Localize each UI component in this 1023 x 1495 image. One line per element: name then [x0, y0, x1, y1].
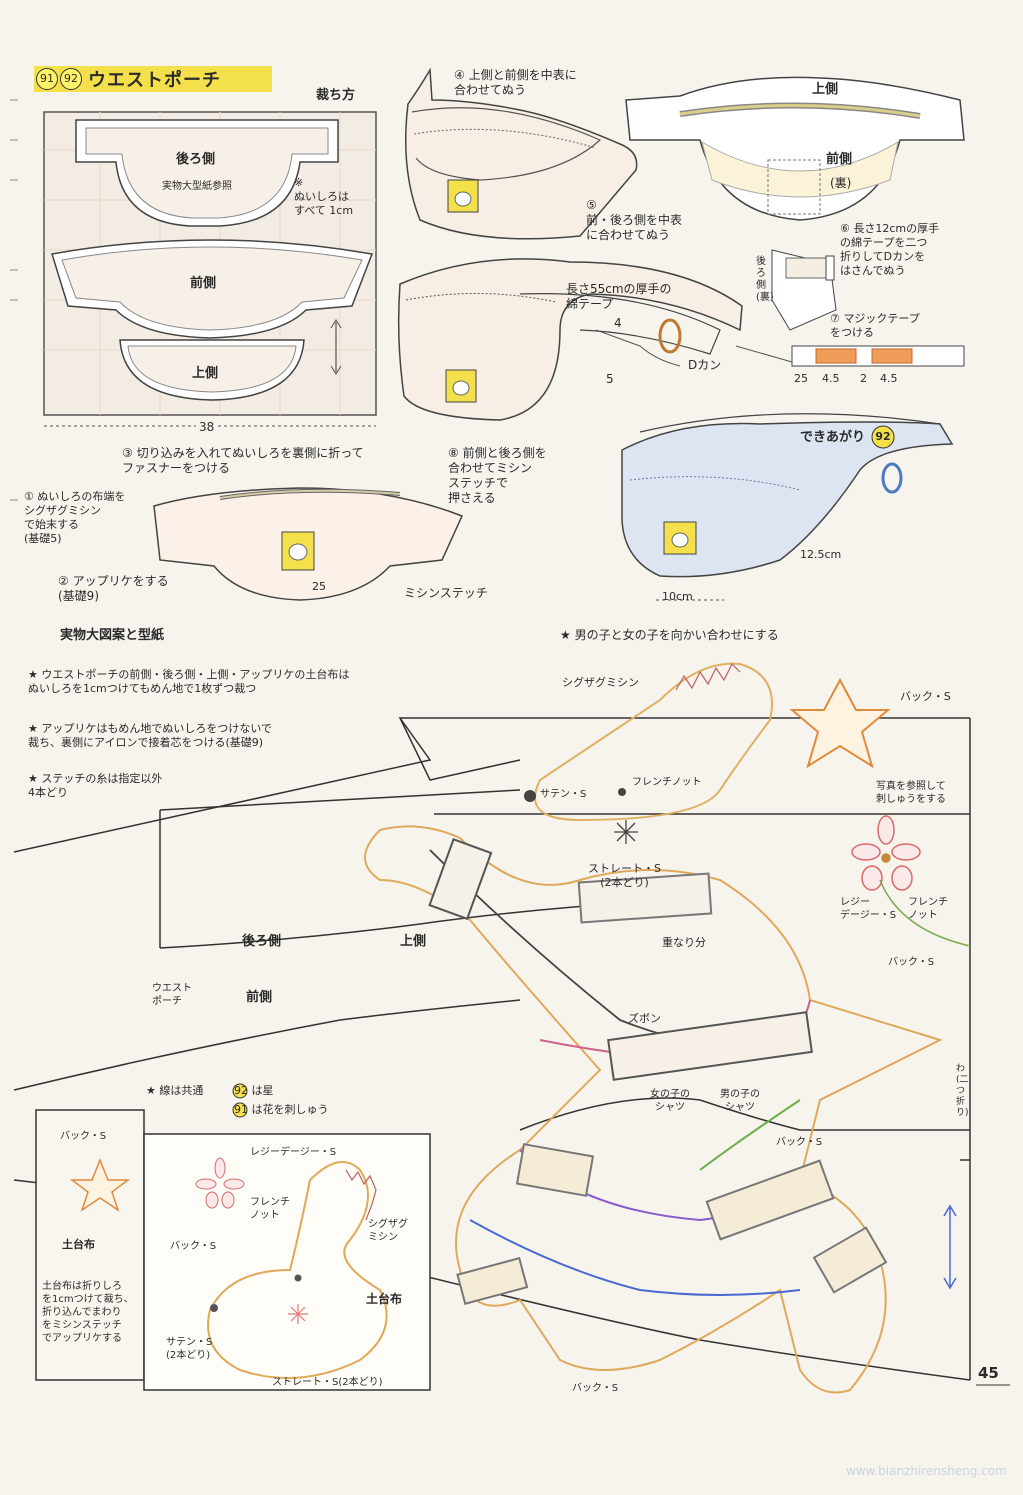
finished-pouch-illustration	[621, 413, 954, 601]
step6-note: ⑥ 長さ12cmの厚手 の綿テープを二つ 折りしてDカンを はさんでぬう	[840, 222, 940, 277]
note-2: ★ アップリケはもめん地でぬいしろをつけないで 裁ち、裏側にアイロンで接着芯をつ…	[28, 722, 273, 749]
page-title: ウエストポーチ	[88, 70, 221, 91]
inset-base-note: 土台布は折りしろ を1cmつけて裁ち、 折り込んでまわり をミシンステッチ でア…	[42, 1281, 134, 1344]
finished-label: できあがり	[800, 430, 866, 445]
inset-back-stitch-2: バック・S	[170, 1241, 217, 1252]
inset-base-label-2: 土台布	[366, 1292, 403, 1306]
back-stitch-label-2: バック・S	[888, 957, 935, 968]
dkan-tab-illustration	[771, 249, 837, 331]
facing-note: ★ 男の子と女の子を向かい合わせにする	[560, 628, 779, 642]
cutting-back-label: 後ろ側	[176, 152, 216, 167]
page-number: 45	[978, 1364, 999, 1382]
step8-pouch-illustration	[397, 258, 743, 421]
tape-dim-45a: 4.5	[822, 372, 840, 385]
lazy-daisy-label: レジー デージー・S	[840, 897, 897, 921]
back-stitch-label-4: バック・S	[572, 1383, 619, 1394]
width-dimension: 38	[196, 420, 218, 435]
overlap-label: 重なり分	[662, 936, 706, 949]
model-number-92: 92	[60, 68, 82, 90]
zipper-top-label: 上側	[812, 82, 839, 97]
legend-92: 92 は星	[234, 1084, 274, 1097]
pants-label: ズボン	[628, 1012, 661, 1025]
flower-motif	[851, 815, 971, 947]
satin-stitch-label: サテン・S	[540, 789, 587, 800]
back-stitch-label-3: バック・S	[776, 1137, 823, 1148]
boy-girl-appliqué-pattern	[364, 662, 943, 1394]
machine-stitch-label: ミシンステッチ	[404, 586, 488, 600]
legend-common: ★ 線は共通	[146, 1084, 204, 1097]
inset-lazy-daisy: レジーデージー・S	[250, 1147, 337, 1158]
inset-boxes	[35, 1109, 431, 1391]
magic-tape-illustration	[735, 345, 965, 367]
title-banner: 91 92 ウエストポーチ	[34, 66, 272, 92]
cutting-front-label: 前側	[190, 276, 217, 291]
satin-stitch-dot	[524, 790, 536, 802]
finished-number: 92	[875, 430, 891, 443]
step7-note: ⑦ マジックテープ をつける	[830, 312, 920, 339]
step4-note: ④ 上側と前側を中表に 合わせてぬう	[454, 68, 577, 97]
cutting-back-note: 実物大型紙参照	[162, 181, 232, 192]
zipper-front-label: 前側	[826, 152, 853, 167]
legend-91: 91 は花を刺しゅう	[234, 1103, 329, 1116]
note-3: ★ ステッチの糸は指定以外 4本どり	[28, 772, 163, 799]
section-heading: 実物大図案と型紙	[60, 628, 165, 643]
strap-note: 長さ55cmの厚手の 綿テープ	[566, 282, 672, 311]
straight-stitch-asterisk	[614, 820, 638, 844]
french-knot-label-2: フレンチ ノット	[908, 897, 948, 921]
model-number-91: 91	[36, 68, 58, 90]
back-stitch-label-1: バック・S	[900, 690, 951, 703]
seam-allowance-note: ※ ぬいしろは すべて 1cm	[294, 176, 354, 217]
zipper-piece-illustration	[625, 76, 965, 221]
step3-note: ③ 切り込みを入れてぬいしろを裏側に折って ファスナーをつける	[122, 446, 364, 475]
step1-note: ① ぬいしろの布端を シグザグミシン で始末する (基礎5)	[24, 490, 126, 545]
note-1: ★ ウエストポーチの前側・後ろ側・上側・アップリケの土台布は ぬいしろを1cmつ…	[28, 668, 350, 695]
embroidery-note: 写真を参照して 刺しゅうをする	[876, 781, 946, 805]
zigzag-label: シグザグミシン	[562, 676, 639, 689]
strap-dim-5: 5	[606, 372, 614, 386]
zipper-front-sub: (裏)	[830, 176, 852, 190]
step3-piece-illustration	[153, 487, 464, 601]
dim-10: 10cm	[662, 590, 693, 603]
pattern-back-label: 後ろ側	[242, 934, 282, 949]
grain-arrow	[943, 1204, 957, 1290]
inset-straight: ストレート・S(2本どり)	[272, 1377, 383, 1388]
pattern-front-label: 前側	[246, 990, 273, 1005]
star-motif	[789, 677, 891, 769]
dkan-label: Dカン	[688, 358, 722, 372]
girl-shirt-label: 女の子の シャツ	[650, 1089, 690, 1113]
fold-label: わ(二つ折り)	[956, 1064, 969, 1118]
cutting-top-label: 上側	[192, 366, 219, 381]
french-knot-label: フレンチノット	[632, 777, 702, 788]
french-knot-dot	[618, 788, 626, 796]
step5-note: ⑤ 前・後ろ側を中表 に合わせてぬう	[586, 198, 683, 242]
boy-shirt-label: 男の子の シャツ	[720, 1089, 760, 1113]
waist-pouch-label: ウエスト ポーチ	[152, 983, 192, 1007]
dim-12-5: 12.5cm	[800, 548, 842, 561]
tape-dim-45b: 4.5	[880, 372, 898, 385]
step2-note: ② アップリケをする (基礎9)	[58, 574, 169, 603]
straight-stitch-label: ストレート・S (2本どり)	[588, 862, 661, 889]
inset-back-stitch: バック・S	[60, 1131, 107, 1142]
pattern-top-label: 上側	[400, 934, 427, 949]
watermark: www.bianzhirensheng.com	[846, 1464, 1007, 1478]
step4-pouch-illustration	[404, 67, 638, 240]
tape-dim-2: 2	[860, 372, 867, 385]
tape-dim-25: 25	[794, 372, 808, 385]
strap-dim-4: 4	[614, 316, 622, 330]
cutting-heading: 裁ち方	[316, 88, 356, 103]
inset-french-knot: フレンチ ノット	[250, 1197, 290, 1221]
inset-base-label: 土台布	[62, 1238, 95, 1251]
inset-satin: サテン・S (2本どり)	[166, 1337, 213, 1361]
step8-note: ⑧ 前側と後ろ側を 合わせてミシン ステッチで 押さえる	[448, 446, 547, 505]
dim-25: 25	[312, 580, 326, 593]
inset-zigzag: シグザグ ミシン	[368, 1219, 408, 1243]
cutting-layout	[43, 111, 377, 427]
back-side-label: 後ろ側(裏)	[756, 256, 774, 303]
